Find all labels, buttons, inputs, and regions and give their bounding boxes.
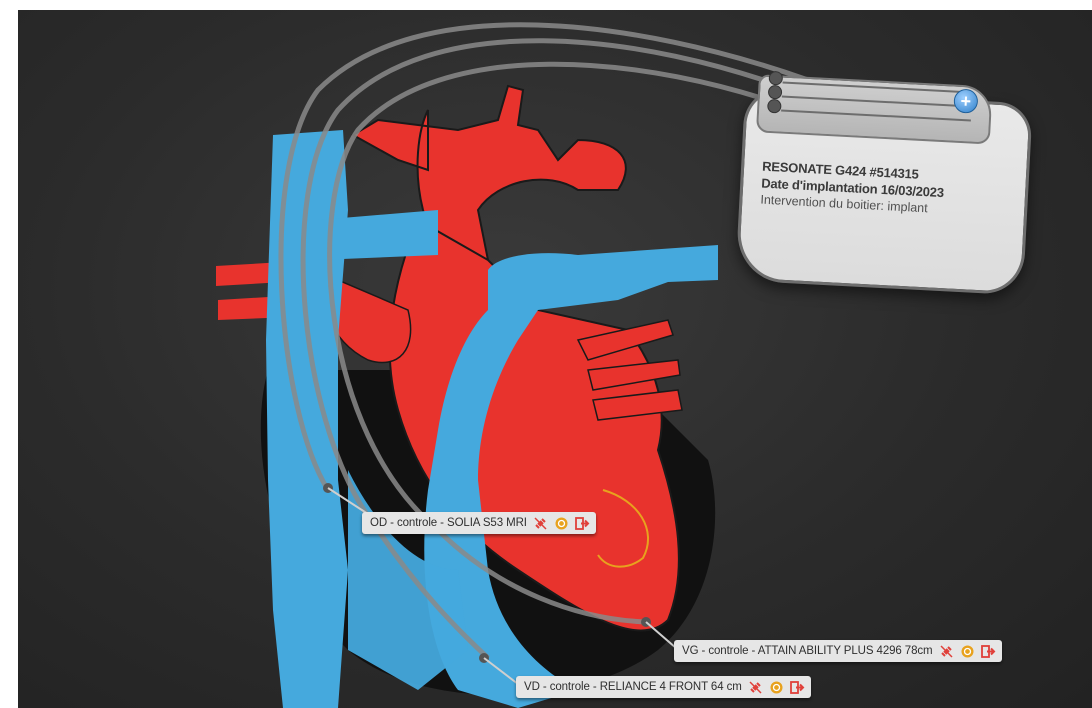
connector-port-1 (768, 71, 783, 86)
header-line (783, 82, 973, 94)
unlink-icon[interactable] (939, 644, 954, 659)
plus-circle-icon[interactable]: + (953, 89, 978, 114)
lead-label-vd[interactable]: VD - controle - RELIANCE 4 FRONT 64 cm (516, 676, 811, 698)
connector-port-3 (767, 99, 782, 114)
lead-label-text: VG - controle - ATTAIN ABILITY PLUS 4296… (682, 645, 933, 657)
device-info: RESONATE G424 #514315 Date d'implantatio… (760, 159, 945, 217)
target-icon[interactable] (960, 644, 975, 659)
lead-label-text: VD - controle - RELIANCE 4 FRONT 64 cm (524, 681, 742, 693)
target-icon[interactable] (554, 516, 569, 531)
exit-icon[interactable] (790, 680, 805, 695)
lead-label-vg[interactable]: VG - controle - ATTAIN ABILITY PLUS 4296… (674, 640, 1002, 662)
lead-label-text: OD - controle - SOLIA S53 MRI (370, 517, 527, 529)
connector-port-2 (768, 85, 783, 100)
lead-label-od[interactable]: OD - controle - SOLIA S53 MRI (362, 512, 596, 534)
unlink-icon[interactable] (748, 680, 763, 695)
device-header: + (756, 74, 993, 144)
device-card[interactable]: + RESONATE G424 #514315 Date d'implantat… (735, 89, 1033, 296)
app-screen: + RESONATE G424 #514315 Date d'implantat… (18, 10, 1092, 708)
header-line (782, 96, 972, 108)
unlink-icon[interactable] (533, 516, 548, 531)
header-line (781, 110, 971, 122)
exit-icon[interactable] (981, 644, 996, 659)
exit-icon[interactable] (575, 516, 590, 531)
target-icon[interactable] (769, 680, 784, 695)
